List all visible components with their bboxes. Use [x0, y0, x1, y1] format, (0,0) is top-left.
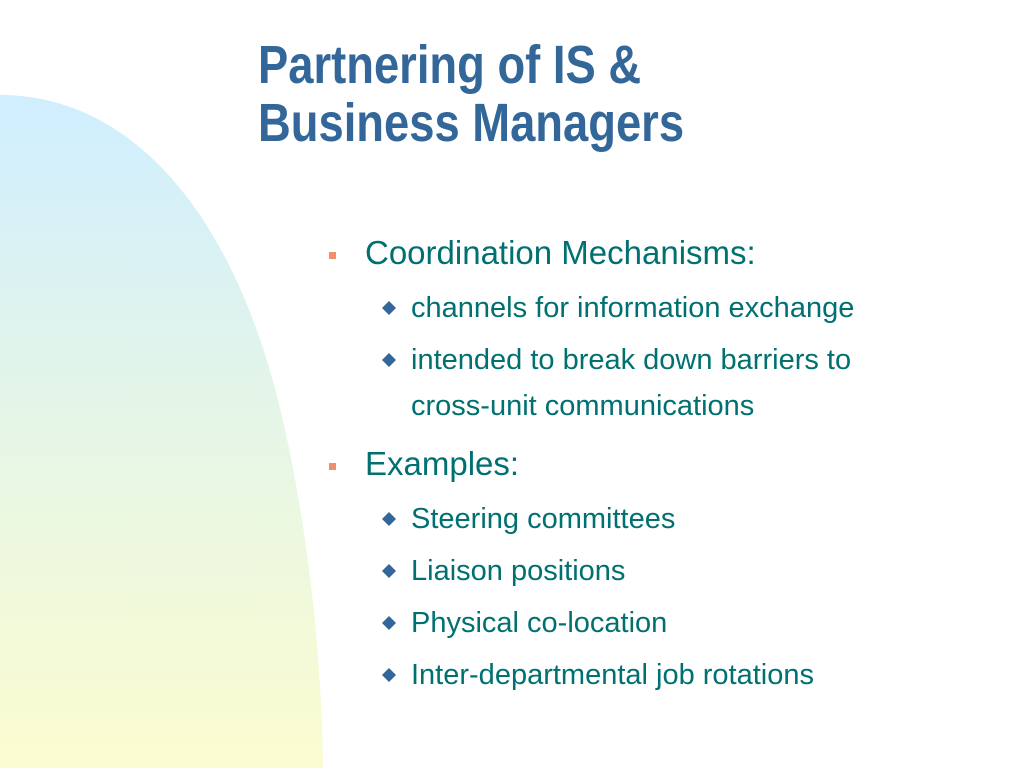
diamond-bullet-icon — [382, 668, 396, 682]
diamond-bullet-icon — [382, 616, 396, 630]
sub-bullet-job-rotations: Inter-departmental job rotations — [411, 659, 814, 691]
diamond-bullet-icon — [382, 301, 396, 315]
decorative-gradient-arc — [0, 95, 323, 768]
sub-bullet-liaison-positions: Liaison positions — [411, 555, 626, 587]
sub-bullet-intended-line-1: intended to break down barriers to — [411, 344, 852, 376]
title-line-2: Business Managers — [258, 93, 685, 153]
title-line-1: Partnering of IS & — [258, 35, 642, 95]
diamond-bullet-icon — [382, 512, 396, 526]
square-bullet-icon — [329, 463, 343, 477]
sub-bullet-physical-co-location: Physical co-location — [411, 607, 668, 639]
bullet-examples: Examples: — [365, 445, 520, 482]
sub-bullet-channels: channels for information exchange — [411, 292, 855, 324]
slide-title: Partnering of IS & Business Managers — [258, 36, 846, 152]
bullet-coordination-mechanisms: Coordination Mechanisms: — [365, 234, 756, 271]
sub-bullet-intended-line-2: cross-unit communications — [411, 390, 755, 422]
diamond-bullet-icon — [382, 564, 396, 578]
square-bullet-icon — [329, 252, 343, 266]
sub-bullet-steering-committees: Steering committees — [411, 503, 676, 535]
diamond-bullet-icon — [382, 353, 396, 367]
